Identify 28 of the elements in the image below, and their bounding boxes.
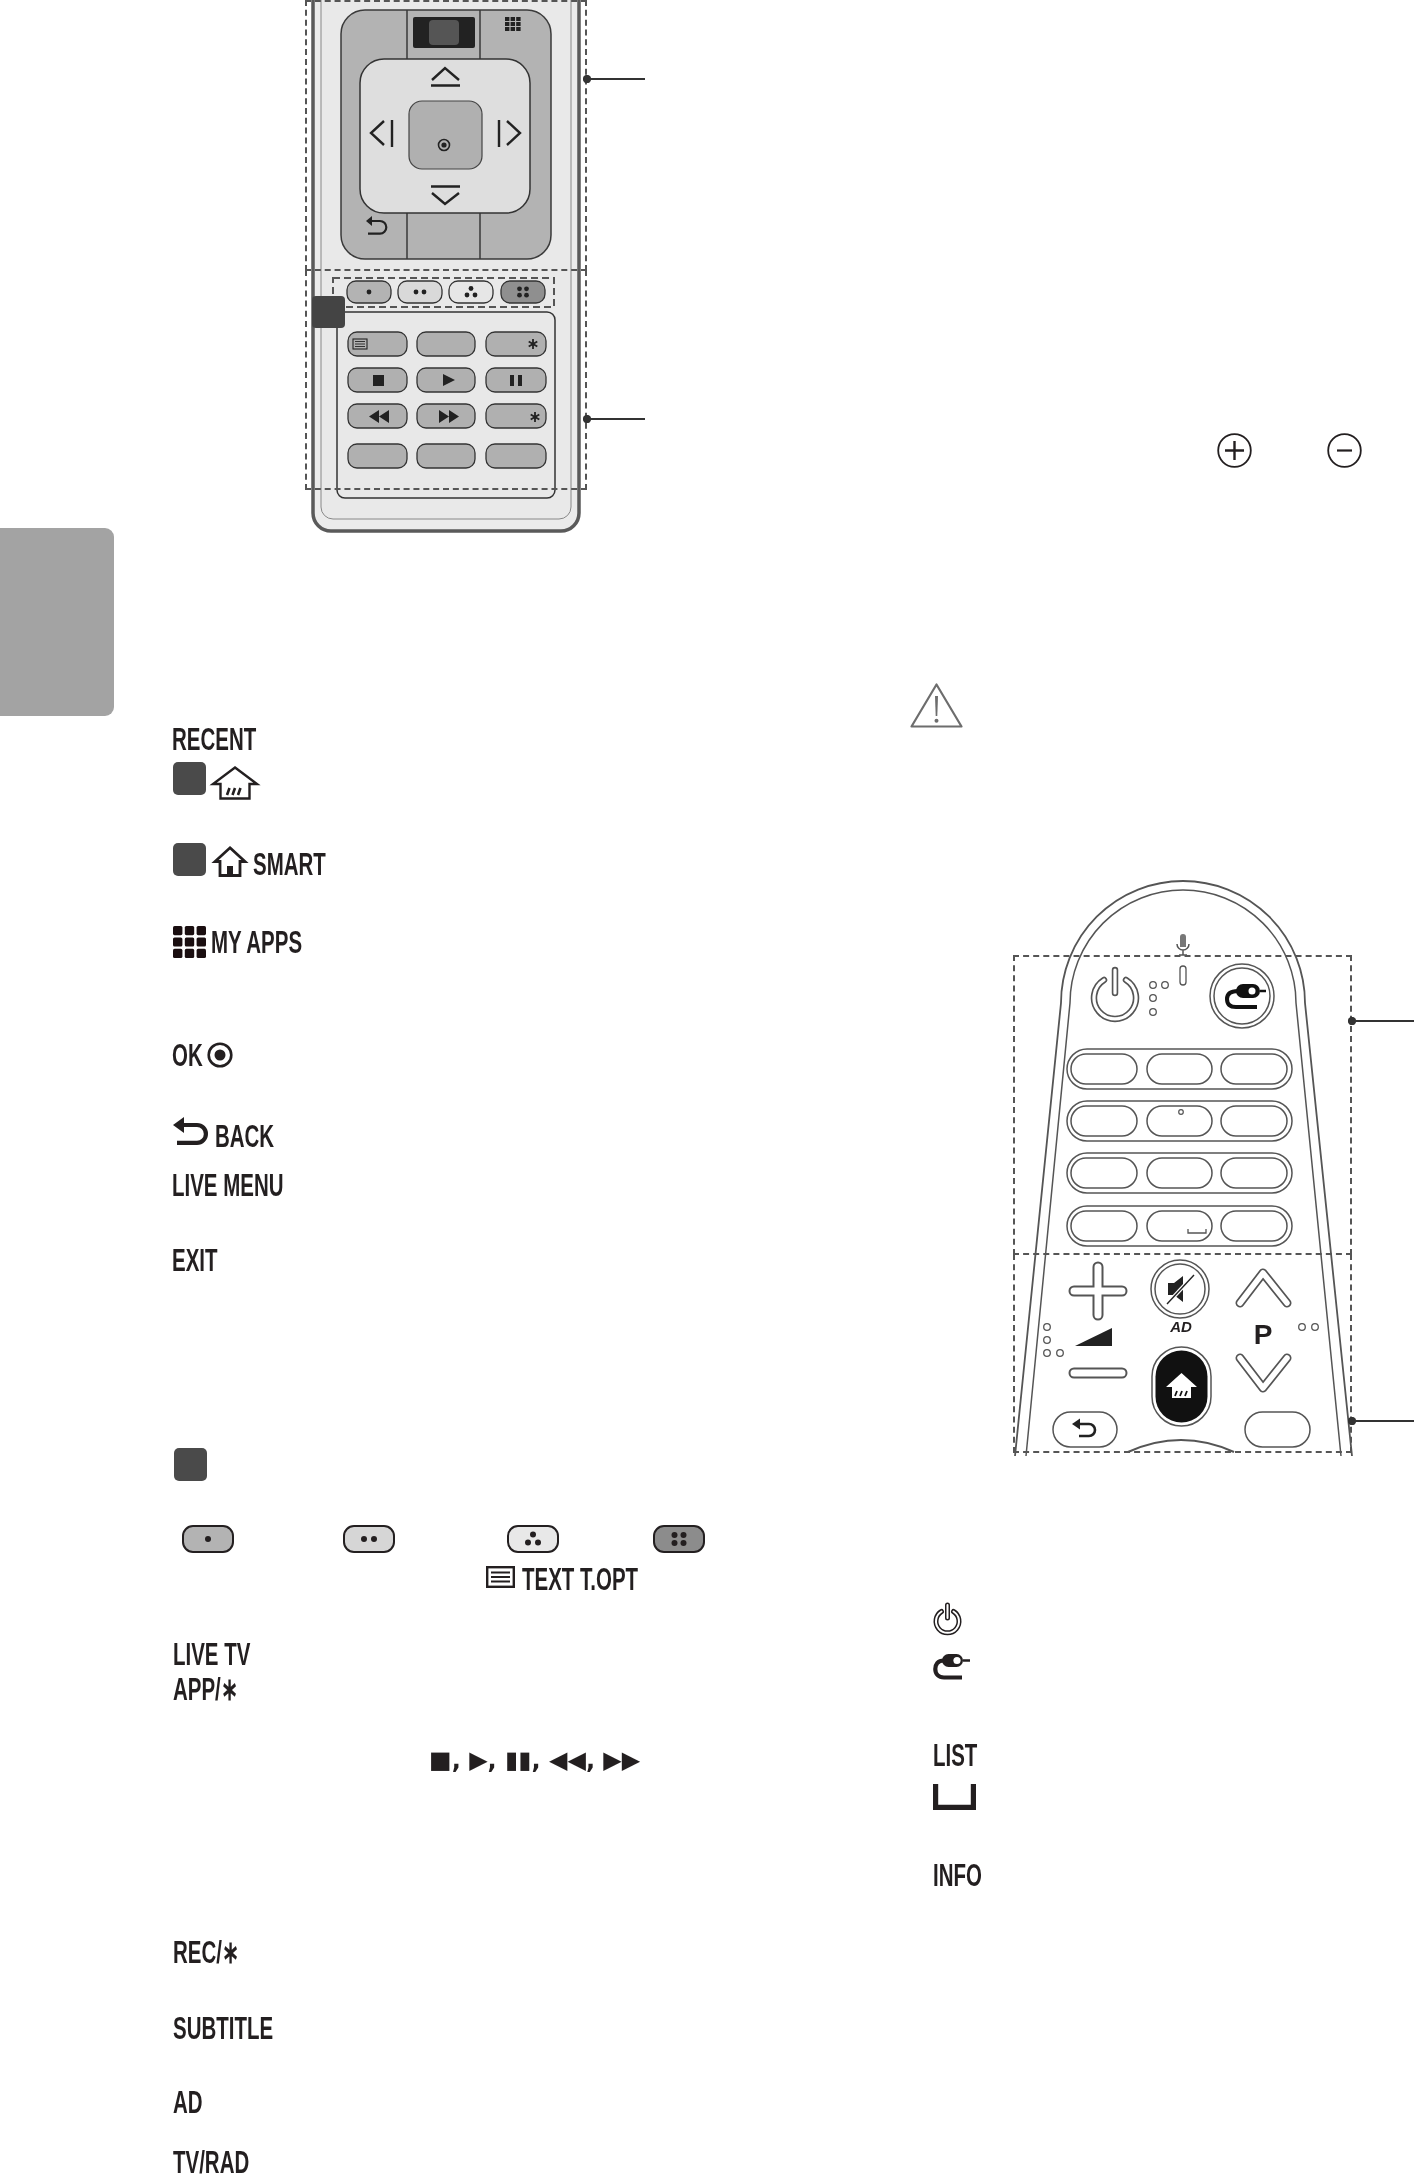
key-name: LIVE MENU xyxy=(172,1169,284,1201)
dashed-region xyxy=(1013,1254,1352,1453)
key-name: REC/∗ xyxy=(173,1936,240,1968)
leader-line xyxy=(582,414,646,424)
leader-line xyxy=(1347,1416,1415,1426)
key-name: BACK xyxy=(215,1120,275,1152)
key-name: AD xyxy=(173,2086,203,2118)
leader-line xyxy=(1347,1016,1415,1026)
key-name: RECENT xyxy=(172,723,257,755)
dashed-region xyxy=(305,270,587,490)
media-key-symbols: ■, ▶, ▮▮, ◀◀, ▶▶ xyxy=(429,1748,641,1772)
key-name: MY APPS xyxy=(211,926,303,958)
dashed-region xyxy=(1013,955,1352,1255)
key-name: APP/∗ xyxy=(173,1673,239,1705)
key-name: TV/RAD xyxy=(173,2146,250,2178)
leader-line xyxy=(582,74,646,84)
key-name: OK xyxy=(172,1039,203,1071)
key-name: SUBTITLE xyxy=(173,2012,274,2044)
side-tab xyxy=(0,528,114,716)
key-name: SMART xyxy=(253,848,326,880)
dashed-region xyxy=(305,0,587,271)
key-name: EXIT xyxy=(172,1244,218,1276)
key-name: INFO xyxy=(933,1859,982,1891)
key-marking: AD xyxy=(1170,1319,1192,1334)
key-name: TEXT T.OPT xyxy=(522,1563,639,1595)
key-name: LIVE TV xyxy=(173,1638,251,1670)
key-marking: P xyxy=(1253,1321,1273,1349)
key-name: LIST xyxy=(933,1739,978,1771)
